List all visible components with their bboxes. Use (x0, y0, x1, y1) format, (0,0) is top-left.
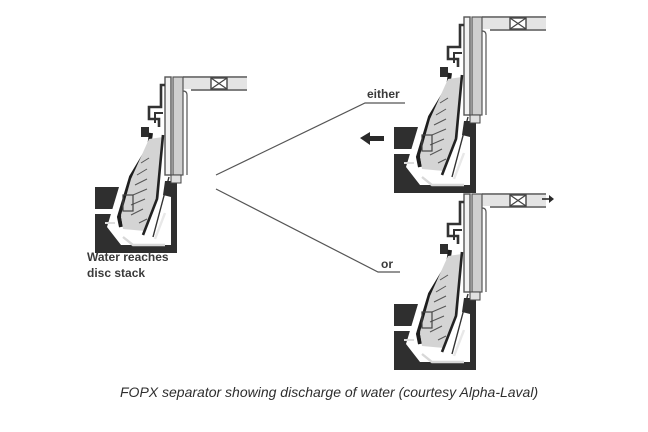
discharge-arrow-right-icon (542, 195, 554, 203)
branch-line-or (215, 188, 400, 273)
separator-or (392, 192, 548, 372)
separator-either (392, 15, 548, 195)
label-or: or (381, 257, 393, 271)
label-initial-line-1: Water reaches (87, 250, 169, 264)
separator-initial (93, 75, 249, 255)
label-either: either (367, 87, 400, 101)
branch-line-either (215, 102, 405, 176)
discharge-arrow-left-icon (360, 132, 384, 145)
label-initial-line-2: disc stack (87, 266, 145, 280)
figure-caption: FOPX separator showing discharge of wate… (120, 384, 539, 400)
